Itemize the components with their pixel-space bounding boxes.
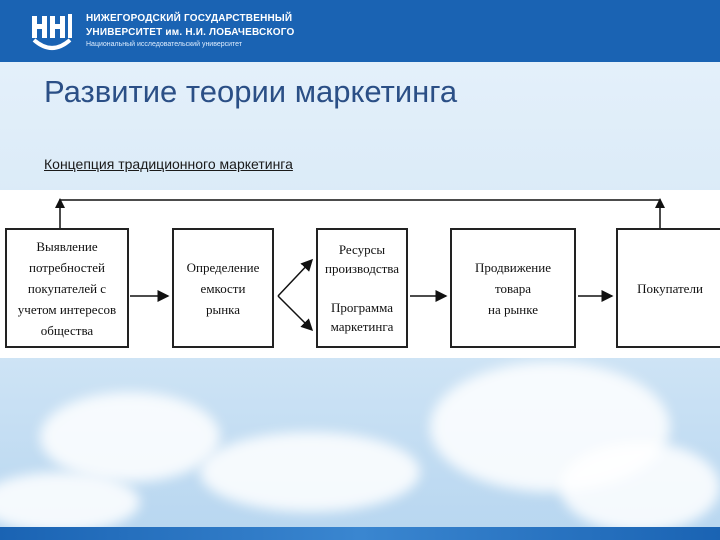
university-name-line1: НИЖЕГОРОДСКИЙ ГОСУДАРСТВЕННЫЙ [86, 13, 293, 24]
step-marketing-program: Программа маркетинга [330, 300, 394, 334]
step-product-promotion: Продвижение товара на рынке [450, 228, 576, 348]
feedback-arrowhead-right [655, 198, 665, 208]
marketing-flow-diagram: Выявление потребностей покупателей с уче… [0, 190, 720, 358]
step-resources-program: Ресурсы производства Программа маркетинг… [316, 228, 408, 348]
arrow-capacity-to-program [277, 295, 314, 332]
step-buyers: Покупатели [616, 228, 720, 348]
step-production-resources: Ресурсы производства [324, 242, 400, 276]
slide-title: Развитие теории маркетинга [44, 74, 458, 109]
university-name-line2: УНИВЕРСИТЕТ им. Н.И. ЛОБАЧЕВСКОГО [86, 27, 295, 38]
feedback-arrowhead-left [55, 198, 65, 208]
arrow-capacity-to-resources [277, 258, 314, 297]
feedback-loop-line [59, 199, 661, 228]
footer-band [0, 527, 720, 540]
header-bar: НИЖЕГОРОДСКИЙ ГОСУДАРСТВЕННЫЙ УНИВЕРСИТЕ… [0, 0, 720, 62]
step-identify-needs: Выявление потребностей покупателей с уче… [5, 228, 129, 348]
university-logo-icon [32, 14, 72, 50]
slide-subtitle: Концепция традиционного маркетинга [44, 156, 293, 172]
diagram-connectors [55, 198, 665, 332]
university-tagline: Национальный исследовательский университ… [86, 41, 243, 48]
step-market-capacity: Определение емкости рынка [172, 228, 274, 348]
